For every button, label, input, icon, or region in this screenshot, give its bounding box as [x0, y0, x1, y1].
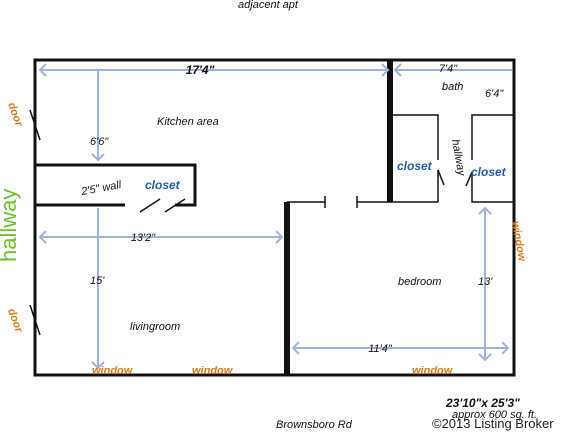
dim-bath-width-label: 7'4" [439, 63, 458, 75]
dim-arrow [478, 206, 492, 215]
window-1-label: window [92, 365, 134, 377]
kitchen-label: Kitchen area [157, 116, 219, 128]
door-bottom-label: door [5, 307, 25, 335]
closet-mid-label: closet [397, 159, 433, 173]
credit-label: ©2013 Listing Broker [432, 416, 554, 431]
street-label: Brownsboro Rd [276, 419, 353, 431]
dim-living-depth-label: 15' [90, 275, 105, 287]
closet-door-swing-left [139, 198, 161, 213]
dim-kitchen-depth-label: 6'6" [90, 136, 109, 148]
hallway-inner-label: hallway [449, 138, 467, 178]
closet-door-swing-right [164, 198, 186, 213]
dim-living-width-label: 13'2" [131, 232, 156, 244]
outer-wall [33, 58, 516, 377]
door-bottom-swing [29, 304, 41, 336]
door-top-swing [29, 109, 41, 141]
dim-arrow [91, 153, 105, 162]
dim-bath-height-label: 6'4" [485, 88, 504, 100]
closet-right-label: closet [471, 165, 507, 179]
dim-arrow [91, 361, 105, 370]
closet-mid-walls [392, 114, 439, 160]
dim-arrow [38, 63, 47, 77]
dim-arrow [38, 230, 47, 244]
closet-right-walls [471, 114, 514, 160]
window-2-label: window [192, 365, 234, 377]
wall-note-label: 2'5" wall [79, 179, 122, 198]
dim-arrow [381, 63, 390, 77]
bedroom-label: bedroom [398, 276, 441, 288]
adjacent-apt-label: adjacent apt [238, 0, 299, 11]
closet-mid-door [437, 169, 445, 186]
dim-arrow [275, 230, 284, 244]
dim-arrow [393, 63, 402, 77]
closet-left-label: closet [145, 178, 181, 192]
overall-dimensions-label: 23'10"x 25'3" [445, 396, 520, 410]
dim-arrow [501, 341, 510, 355]
hallway-outside-label: hallway [0, 189, 21, 262]
dim-arrow [291, 341, 300, 355]
bath-label: bath [442, 81, 463, 93]
living-label: livingroom [130, 321, 180, 333]
door-top-label: door [5, 101, 25, 129]
closet-wall-block [35, 163, 197, 207]
dim-bedroom-width-label: 11'4" [368, 343, 393, 355]
area-label: approx 600 sq. ft. [452, 409, 537, 421]
closet-right-walls-lower [471, 172, 514, 203]
dim-arrow [478, 353, 492, 362]
window-side-label: window [509, 220, 528, 263]
window-3-label: window [412, 365, 454, 377]
dim-bedroom-depth-label: 13' [478, 276, 493, 288]
closet-right-door [465, 171, 473, 187]
dim-top-width-label: 17'4" [186, 63, 215, 77]
